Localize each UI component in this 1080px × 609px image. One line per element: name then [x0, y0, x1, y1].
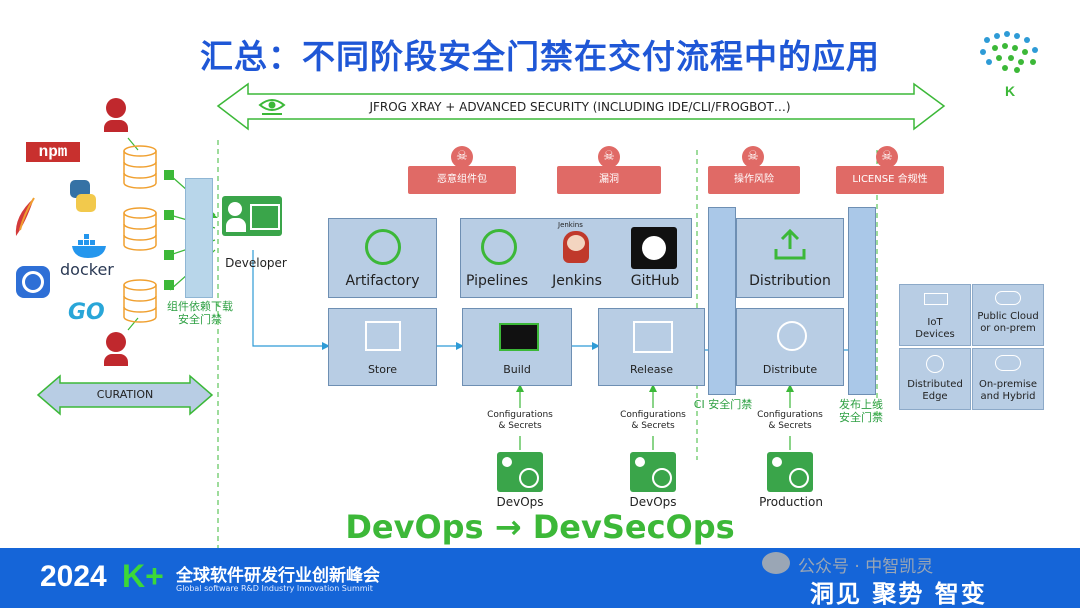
xray-banner-text: JFROG XRAY + ADVANCED SECURITY (INCLUDIN…	[369, 100, 791, 114]
k-logo-icon: K	[980, 31, 1038, 99]
pipelines-label: Pipelines	[465, 273, 529, 289]
docker-label: docker	[60, 260, 114, 279]
release-box: Release	[598, 308, 705, 386]
github-icon	[631, 227, 677, 269]
dependency-gate-bar	[185, 178, 213, 298]
package-icon	[164, 210, 174, 220]
github-label: GitHub	[630, 273, 680, 289]
cloud-icon	[995, 291, 1021, 305]
footer-year: 2024	[40, 560, 107, 593]
app-icon	[16, 266, 50, 298]
distribute-icon	[777, 321, 807, 351]
footer-summit-cn: 全球软件研发行业创新峰会	[176, 566, 380, 586]
ci-gate-label: CI 安全门禁	[693, 398, 753, 411]
release-icon	[633, 321, 673, 353]
release-gate-bar	[848, 207, 876, 395]
developer-icon	[222, 196, 288, 252]
curation-label: CURATION	[96, 388, 154, 401]
build-icon	[499, 323, 539, 351]
risk-tag-operational: 操作风险	[708, 166, 800, 194]
jenkins-label: Jenkins	[552, 273, 602, 289]
distribute-label: Distribute	[762, 363, 818, 376]
devops-label: DevOps	[629, 495, 677, 509]
package-icon	[164, 280, 174, 290]
docker-whale-icon	[72, 234, 106, 258]
tagline: DevOps → DevSecOps	[345, 508, 735, 546]
target-label: IoT Devices	[915, 317, 955, 340]
target-label: Distributed Edge	[907, 379, 963, 402]
release-label: Release	[630, 363, 673, 376]
edge-icon	[926, 355, 944, 373]
router-icon	[924, 293, 948, 305]
footer-summit-en: Global software R&D Industry Innovation …	[176, 584, 373, 593]
target-iot: IoT Devices	[899, 284, 971, 346]
devops-icon	[630, 452, 676, 492]
target-label: On-premise and Hybrid	[978, 379, 1038, 402]
ci-gate-bar	[708, 207, 736, 395]
ci-tools-box: Pipelines Jenkins Jenkins GitHub	[460, 218, 692, 298]
eye-icon	[258, 99, 286, 115]
artifactory-icon	[365, 229, 401, 265]
production-label: Production	[759, 495, 823, 509]
production-icon	[767, 452, 813, 492]
store-label: Store	[367, 363, 398, 376]
risk-tag-malicious: 恶意组件包	[408, 166, 516, 194]
skull-icon: ☠	[742, 146, 764, 168]
build-label: Build	[503, 363, 531, 376]
target-cloud: Public Cloud or on-prem	[972, 284, 1044, 346]
attacker-icon	[104, 98, 128, 132]
target-edge: Distributed Edge	[899, 348, 971, 410]
npm-logo: npm	[26, 142, 80, 162]
config-secrets-label: Configurations & Secrets	[620, 410, 686, 431]
developer-label: Developer	[225, 256, 287, 270]
dependency-gate-label: 组件依赖下载 安全门禁	[167, 300, 233, 326]
config-secrets-label: Configurations & Secrets	[487, 410, 553, 431]
curation-arrow	[36, 374, 214, 416]
risk-tag-license: LICENSE 合规性	[836, 166, 944, 194]
apache-feather-icon	[15, 197, 35, 236]
wechat-icon	[762, 552, 790, 574]
distribution-icon	[774, 228, 806, 260]
distribution-label: Distribution	[749, 273, 831, 289]
pipelines-icon	[481, 229, 517, 265]
page-title: 汇总：不同阶段安全门禁在交付流程中的应用	[200, 37, 880, 76]
package-icon	[164, 170, 174, 180]
attacker-icon	[104, 332, 128, 366]
target-label: Public Cloud or on-prem	[977, 311, 1039, 334]
hybrid-cloud-icon	[995, 355, 1021, 371]
jenkins-small-label: Jenkins	[558, 221, 583, 229]
config-secrets-label: Configurations & Secrets	[757, 410, 823, 431]
store-icon	[365, 321, 401, 351]
svg-text:K: K	[1005, 83, 1015, 99]
skull-icon: ☠	[876, 146, 898, 168]
footer-brand: K+	[122, 558, 164, 594]
artifactory-box: Artifactory	[328, 218, 437, 298]
devops-label: DevOps	[496, 495, 544, 509]
release-gate-label: 发布上线 安全门禁	[839, 398, 883, 424]
package-icon	[164, 250, 174, 260]
database-stack	[123, 145, 157, 323]
artifactory-label: Artifactory	[345, 273, 420, 289]
footer-slogan: 洞见 聚势 智变	[810, 580, 987, 608]
build-box: Build	[462, 308, 572, 386]
go-logo: GO	[68, 300, 105, 325]
footer-bar: 2024 K+ 全球软件研发行业创新峰会 Global software R&D…	[0, 548, 1080, 608]
python-icon	[70, 180, 96, 212]
distribute-box: Distribute	[736, 308, 844, 386]
footer-watermark: 公众号 · 中智凯灵	[798, 557, 934, 577]
risk-tag-vulnerability: 漏洞	[557, 166, 661, 194]
devops-icon	[497, 452, 543, 492]
jenkins-icon	[563, 231, 589, 263]
store-box: Store	[328, 308, 437, 386]
skull-icon: ☠	[598, 146, 620, 168]
target-hybrid: On-premise and Hybrid	[972, 348, 1044, 410]
distribution-box: Distribution	[736, 218, 844, 298]
xray-banner-arrow	[216, 82, 946, 131]
skull-icon: ☠	[451, 146, 473, 168]
